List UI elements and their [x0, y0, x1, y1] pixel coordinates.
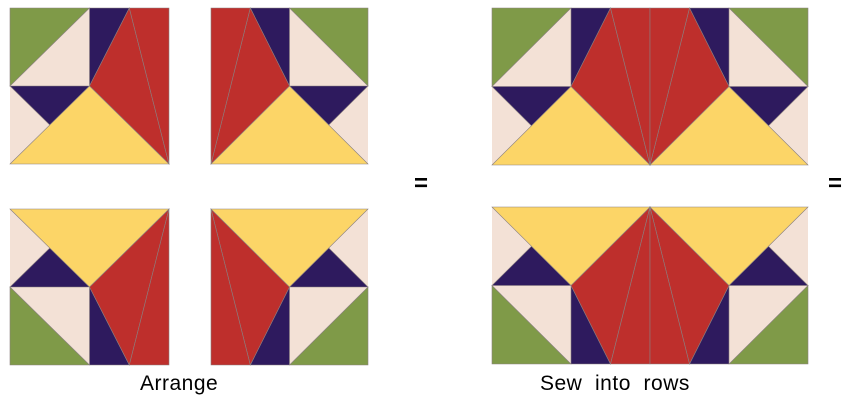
caption-arrange: Arrange: [140, 372, 218, 396]
block-top-right: [211, 8, 368, 164]
block-top-left: [10, 8, 169, 164]
row1-block-right: [650, 8, 808, 165]
block-bottom-left: [10, 209, 169, 365]
row2-block-right: [650, 207, 808, 364]
block-bottom-right: [211, 209, 368, 365]
caption-sew-into-rows: Sew into rows: [540, 372, 690, 396]
row2-block-left: [492, 207, 650, 364]
equals-sign-1: =: [414, 170, 428, 198]
row1-block-left: [492, 8, 650, 165]
equals-sign-2: =: [828, 170, 842, 198]
